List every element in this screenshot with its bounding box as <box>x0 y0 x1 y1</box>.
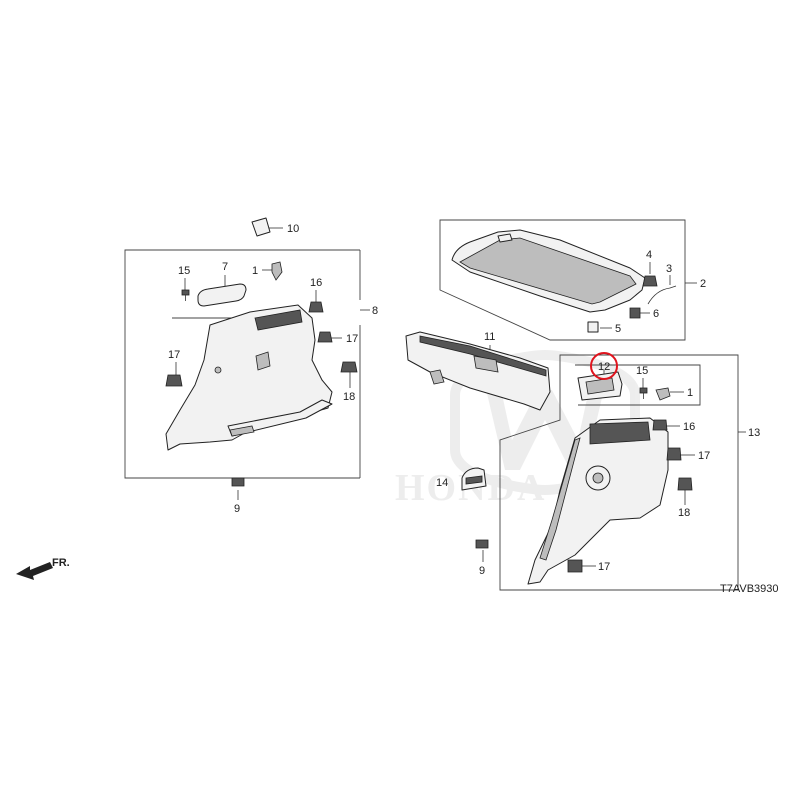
callout-17: 17 <box>346 333 358 345</box>
callout-17: 17 <box>598 561 610 573</box>
part-17-clip-left-upper <box>317 331 333 343</box>
highlight-ring-12 <box>590 352 618 380</box>
group-frame-2 <box>439 219 686 341</box>
part-7-handle <box>197 283 247 307</box>
callout-16: 16 <box>683 421 695 433</box>
callout-5: 5 <box>615 323 621 335</box>
part-1-clip-right <box>655 387 671 401</box>
part-9-clip-right <box>475 539 489 549</box>
callout-18: 18 <box>343 391 355 403</box>
callout-17: 17 <box>698 450 710 462</box>
callout-15: 15 <box>178 265 190 277</box>
part-16-clip-left <box>308 301 324 313</box>
callout-11: 11 <box>484 331 495 343</box>
part-4-clip <box>642 275 658 287</box>
part-17-clip-left-lower <box>165 374 183 387</box>
part-9-clip-left <box>231 477 245 487</box>
callout-13: 13 <box>748 427 760 439</box>
callout-8: 8 <box>372 305 378 317</box>
callout-18: 18 <box>678 507 690 519</box>
part-3-cable <box>647 285 677 305</box>
callout-3: 3 <box>666 263 672 275</box>
callout-6: 6 <box>653 308 659 320</box>
part-13-right-side-trim <box>527 417 669 585</box>
front-indicator-label: FR. <box>52 557 70 569</box>
part-15-screw-left <box>181 289 190 301</box>
callout-17: 17 <box>168 349 180 361</box>
part-18-clip-left <box>340 361 358 373</box>
part-12-bracket <box>577 371 623 401</box>
callout-12: 12 <box>598 361 610 373</box>
part-14-cover <box>461 467 487 491</box>
part-15-screw-right <box>639 387 648 399</box>
part-1-clip-left <box>271 261 283 281</box>
callout-7: 7 <box>222 261 228 273</box>
part-16-clip-right <box>652 419 668 431</box>
leader-lines <box>175 227 746 567</box>
part-17-clip-right-lower <box>567 559 583 573</box>
callout-10: 10 <box>287 223 299 235</box>
part-6-bracket <box>629 307 641 319</box>
callout-14: 14 <box>436 477 448 489</box>
part-2-rear-shelf <box>451 229 646 313</box>
part-17-clip-right-upper <box>666 447 682 461</box>
diagram-code: T7AVB3930 <box>720 583 779 595</box>
front-arrow-icon <box>16 562 53 580</box>
callout-9: 9 <box>479 565 485 577</box>
callout-9: 9 <box>234 503 240 515</box>
callout-1: 1 <box>687 387 693 399</box>
callout-15: 15 <box>636 365 648 377</box>
callout-1: 1 <box>252 265 258 277</box>
callout-4: 4 <box>646 249 652 261</box>
callout-16: 16 <box>310 277 322 289</box>
part-11-rear-panel <box>405 331 551 411</box>
part-18-clip-right <box>677 477 693 491</box>
group-frame-13 <box>499 354 739 591</box>
callout-2: 2 <box>700 278 706 290</box>
part-8-left-side-trim <box>165 304 333 451</box>
part-5-clip <box>587 321 599 333</box>
part-10-cap <box>251 217 271 237</box>
callout-labels: 10 7 1 15 16 8 17 17 18 9 4 3 2 6 5 11 1… <box>168 223 760 577</box>
